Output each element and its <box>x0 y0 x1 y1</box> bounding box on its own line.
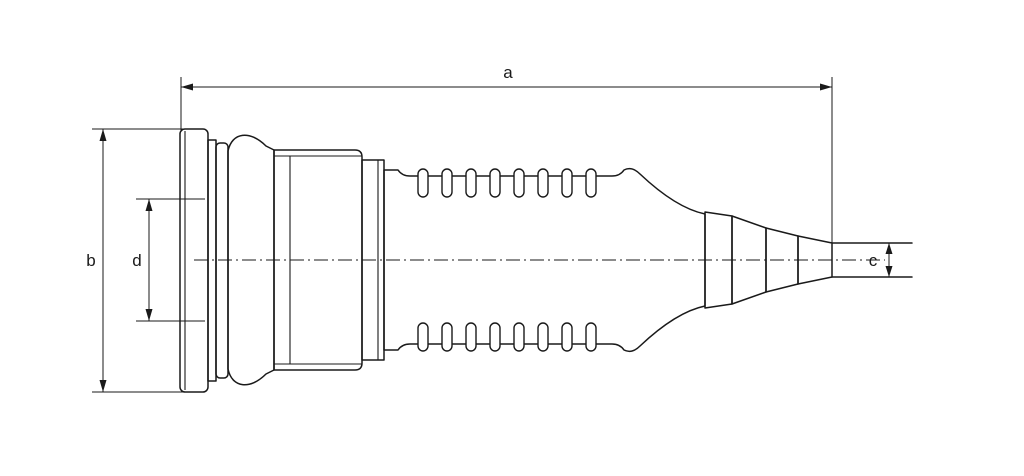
arrowhead-b-bottom <box>99 380 107 392</box>
grip-rib <box>585 322 597 352</box>
grip-rib <box>585 168 597 198</box>
dimension-a: a <box>180 63 833 246</box>
dimension-label-a: a <box>503 63 513 82</box>
arrowhead-c-bottom <box>885 266 893 277</box>
grip-rib <box>489 168 501 198</box>
grip-rib <box>537 322 549 352</box>
arrowhead-d-bottom <box>145 309 153 321</box>
grip-rib <box>513 168 525 198</box>
main-housing <box>273 149 363 371</box>
stepped-strain-relief <box>704 211 833 309</box>
grip-rib <box>441 322 453 352</box>
grip-rib <box>537 168 549 198</box>
arrowhead-a-left <box>181 83 193 91</box>
arrowhead-b-top <box>99 129 107 141</box>
connector-body <box>179 128 913 393</box>
dimension-b: b <box>86 128 205 393</box>
grip-rib <box>513 322 525 352</box>
grip-rib <box>465 322 477 352</box>
grip-rib <box>489 322 501 352</box>
dimension-d: d <box>132 198 205 322</box>
arrowhead-a-right <box>820 83 832 91</box>
grip-rib <box>561 322 573 352</box>
arrowhead-d-top <box>145 199 153 211</box>
grip-rib <box>441 168 453 198</box>
grip-ribs-bottom <box>417 322 597 352</box>
arrowhead-c-top <box>885 243 893 254</box>
dimension-label-b: b <box>86 251 95 270</box>
dimension-label-d: d <box>132 251 141 270</box>
grip-rib <box>417 168 429 198</box>
grip-rib <box>561 168 573 198</box>
grip-ribs-top <box>417 168 597 198</box>
grip-rib <box>417 322 429 352</box>
grip-rib <box>465 168 477 198</box>
